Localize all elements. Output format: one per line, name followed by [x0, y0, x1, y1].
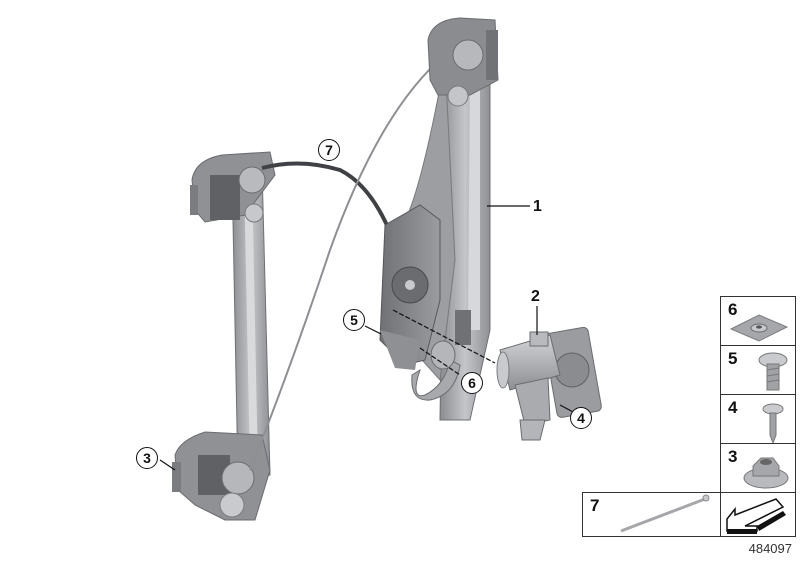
window-motor [496, 326, 602, 441]
legend-number: 7 [590, 496, 600, 515]
callout-2: 2 [531, 288, 540, 305]
legend-item-5: 5 [720, 345, 796, 395]
callout-5: 5 [343, 309, 365, 331]
legend-item-6: 6 [720, 296, 796, 346]
legend-number: 4 [728, 398, 738, 417]
left-regulator-rail [172, 151, 276, 521]
legend-item-3: 3 [720, 443, 796, 493]
document-id: 484097 [748, 541, 792, 556]
arrow-symbol-icon [726, 498, 786, 534]
right-regulator-rail [379, 17, 499, 421]
flanged-hex-nut-icon [743, 457, 789, 489]
callout-4: 4 [570, 407, 592, 429]
self-tapping-screw-icon [762, 403, 784, 445]
legend-number: 3 [728, 447, 738, 466]
callout-1: 1 [533, 198, 542, 215]
machine-screw-icon [758, 352, 788, 391]
cables [249, 54, 446, 471]
assembly-lines [392, 309, 496, 376]
legend-item-4: 4 [720, 394, 796, 445]
legend-number: 5 [728, 349, 738, 368]
leader-lines [159, 205, 576, 471]
legend-item-7: 7 [582, 492, 721, 537]
callout-7: 7 [318, 139, 340, 161]
callout-6: 6 [461, 372, 483, 394]
cable-tie-icon [620, 494, 710, 533]
callout-3: 3 [136, 447, 158, 469]
legend-number: 6 [728, 300, 738, 319]
square-plate-nut-icon [729, 314, 789, 342]
legend-arrow-symbol [720, 492, 796, 537]
